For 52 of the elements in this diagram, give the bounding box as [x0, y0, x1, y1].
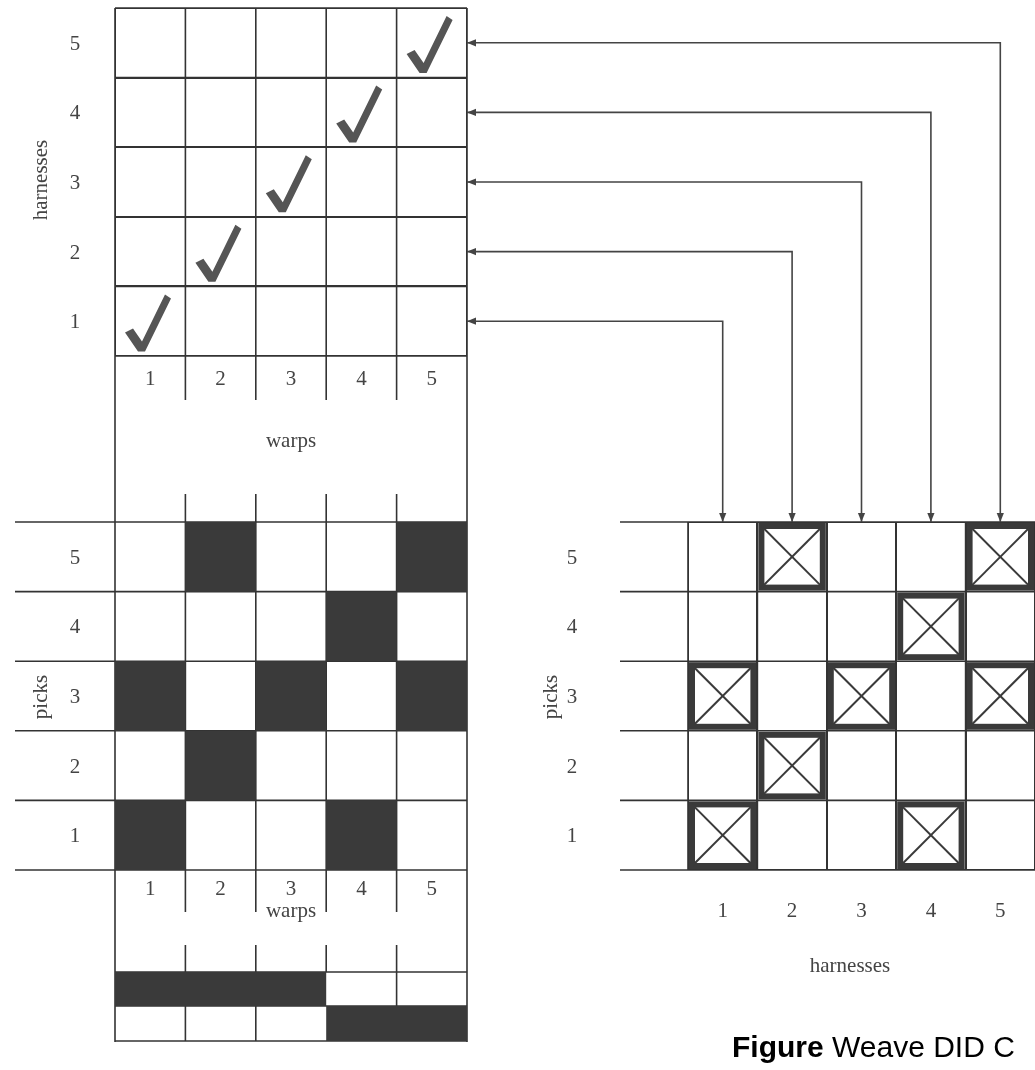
harness-column	[826, 522, 897, 870]
column-number: 1	[717, 899, 728, 921]
row-number: 1	[69, 310, 81, 332]
arrow	[466, 39, 1004, 523]
column-number: 1	[144, 367, 156, 389]
row-number: 1	[566, 824, 578, 846]
row-number: 1	[69, 824, 81, 846]
column-number: 4	[356, 877, 367, 899]
row-number: 4	[566, 615, 578, 637]
axis-label: harnesses	[29, 139, 51, 221]
column-number: 3	[285, 877, 297, 899]
harness-row	[115, 8, 467, 78]
arrow	[466, 108, 935, 523]
axis-label: picks	[539, 674, 561, 720]
arrow	[466, 248, 796, 523]
row-number: 5	[69, 546, 81, 568]
column-number: 1	[144, 877, 156, 899]
column-number: 5	[995, 899, 1006, 921]
column-number: 2	[786, 899, 798, 921]
arrow	[466, 178, 866, 523]
row-number: 2	[69, 755, 81, 777]
column-number: 3	[285, 367, 297, 389]
row-number: 4	[69, 615, 81, 637]
column-number: 5	[426, 367, 438, 389]
row-number: 2	[566, 755, 578, 777]
harness-row	[115, 286, 467, 356]
axis-label: warps	[265, 429, 317, 451]
harness-column	[688, 522, 758, 870]
harness-column	[757, 522, 827, 870]
column-number: 5	[426, 877, 438, 899]
row-number: 3	[69, 685, 81, 707]
row-number: 2	[69, 241, 81, 263]
column-number: 4	[356, 367, 367, 389]
row-number: 5	[69, 32, 81, 54]
harness-row	[115, 77, 467, 148]
column-number: 3	[856, 899, 867, 921]
figure-caption: Figure Weave DID C	[732, 1032, 1015, 1062]
row-number: 4	[69, 101, 81, 123]
harness-column	[896, 522, 966, 870]
row-number: 3	[69, 171, 81, 193]
axis-label: warps	[265, 899, 317, 921]
axis-label: picks	[29, 674, 51, 720]
arrow	[466, 317, 727, 523]
row-number: 3	[566, 685, 578, 707]
row-number: 5	[566, 546, 578, 568]
column-number: 2	[215, 877, 226, 899]
harness-row	[115, 216, 467, 287]
axis-label: harnesses	[809, 954, 891, 976]
column-number: 4	[925, 899, 937, 921]
harness-column	[965, 522, 1035, 870]
harness-row	[115, 147, 467, 217]
column-number: 2	[215, 367, 226, 389]
